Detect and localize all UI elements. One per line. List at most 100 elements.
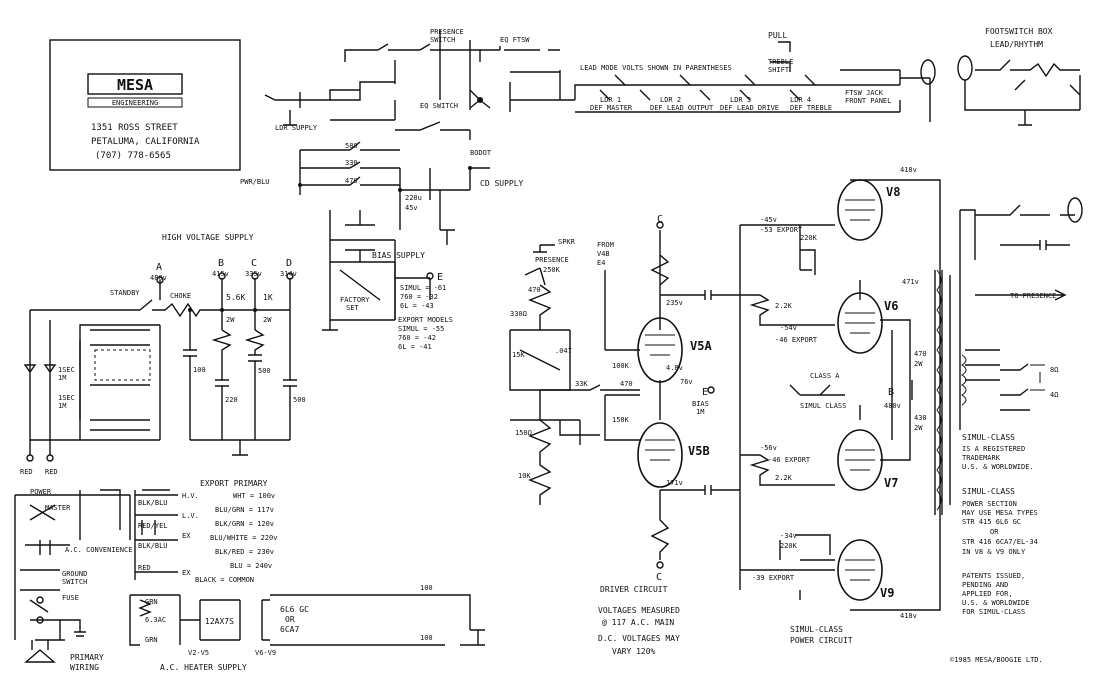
- note-patent-3: APPLIED FOR,: [962, 590, 1013, 598]
- switch-label: SWITCH: [62, 578, 87, 586]
- ldr-sub-4: DEF TREBLE: [790, 104, 832, 112]
- bias-export-models: EXPORT MODELS: [398, 316, 453, 324]
- logo-address-1: 1351 ROSS STREET: [91, 123, 178, 133]
- heater-63ac: 6.3AC: [145, 616, 166, 624]
- export-primary: EXPORT PRIMARY WHT = 100v BLU/GRN = 117v…: [134, 479, 277, 584]
- heater-v6v9: V6-V9: [255, 649, 276, 657]
- note-simul1-3: U.S. & WORLDWIDE.: [962, 463, 1034, 471]
- tube-label-v9: V9: [880, 586, 894, 600]
- export-wire-4: RED: [138, 564, 151, 572]
- hv-res-1k: 1K: [263, 293, 273, 302]
- power-volt-c: -56v: [760, 444, 777, 452]
- bias-export-760: 760 = -42: [398, 334, 436, 342]
- note-voltages-1: VOLTAGES MEASURED: [598, 606, 680, 615]
- hv-res-2w-a: 2W: [226, 316, 235, 324]
- footswitch-sub: LEAD/RHYTHM: [990, 40, 1043, 49]
- heater-or: OR: [285, 615, 295, 624]
- export-wire-2: RED/YEL: [138, 522, 168, 530]
- ftsw-jack-label-2: FRONT PANEL: [845, 97, 891, 105]
- power-r430: 430: [914, 414, 927, 422]
- power-volt-d: -34v: [780, 532, 797, 540]
- logo-brand: MESA: [117, 76, 153, 94]
- logo-phone: (707) 778-6565: [95, 151, 171, 161]
- export-line-2: BLU/GRN = 117v: [215, 506, 274, 514]
- heater-6l6: 6L6 GC: [280, 605, 309, 614]
- copyright-label: ©1985 MESA/BOOGIE LTD.: [950, 656, 1043, 664]
- cd-supply-label: CD SUPPLY: [480, 179, 524, 188]
- export-wire-1: BLK/BLU: [138, 499, 168, 507]
- from-v4b-3: E4: [597, 259, 605, 267]
- note-simul2-3: STR 415 6L6 GC: [962, 518, 1021, 526]
- note-patent-1: PATENTS ISSUED,: [962, 572, 1025, 580]
- bias-export-6l: 6L = -41: [398, 343, 432, 351]
- power-v480: 480v: [884, 402, 901, 410]
- note-simul2-2: MAY USE MESA TYPES: [962, 509, 1038, 517]
- cap-45v: 45v: [405, 204, 418, 212]
- v-grid: 76v: [680, 378, 693, 386]
- hv-supply: HIGH VOLTAGE SUPPLY A B C D 480v 415v 33…: [20, 233, 306, 476]
- power-title-1: SIMUL-CLASS: [790, 625, 843, 634]
- ldr-sub-1: DEF MASTER: [590, 104, 633, 112]
- tube-v9: [837, 539, 883, 601]
- power-r220k-a: 220K: [800, 234, 818, 242]
- bias-supply-title: BIAS SUPPLY: [372, 251, 425, 260]
- fuse-1sec-b: 1SEC: [58, 394, 75, 402]
- driver-r330: 330Ω: [510, 310, 527, 318]
- ohm-8-label: 8Ω: [1050, 366, 1058, 374]
- notes: VOLTAGES MEASURED @ 117 A.C. MAIN D.C. V…: [598, 433, 1043, 664]
- fuse-1sec-a: 1SEC: [58, 366, 75, 374]
- eq-switch-label: EQ SWITCH: [420, 102, 458, 110]
- bias-in-label: BIAS: [692, 400, 709, 408]
- bias-supply: BIAS SUPPLY E SIMUL = -61 760 = -32 6L =…: [340, 251, 453, 351]
- power-plate-v6: 471v: [902, 278, 919, 286]
- tube-v8: [837, 179, 883, 241]
- lead-mode-note: LEAD MODE VOLTS SHOWN IN PARENTHESES: [580, 64, 732, 72]
- v-plate-b: 171v: [666, 479, 683, 487]
- power-switch-label: POWER: [30, 488, 52, 496]
- pwr-blu-label: PWR/BLU: [240, 178, 270, 186]
- heater-r100-b: 100: [420, 634, 433, 642]
- bias-6l: 6L = -43: [400, 302, 434, 310]
- hv-node-c: C: [251, 258, 257, 269]
- cap-220u: 220u: [405, 194, 422, 202]
- driver-c047: .047: [555, 347, 572, 355]
- note-simul1-2: TRADEMARK: [962, 454, 1001, 462]
- spkr-label: SPKR: [558, 238, 576, 246]
- export-tag-ex-a: EX: [182, 532, 191, 540]
- from-v4b-2: V4B: [597, 250, 610, 258]
- power-export-a: -53 EXPORT: [760, 226, 803, 234]
- choke-label: CHOKE: [170, 292, 191, 300]
- bias-set: SET: [346, 304, 359, 312]
- tube-label-v6: V6: [884, 299, 898, 313]
- bias-node-e: E: [437, 272, 443, 283]
- note-simul2-4: OR: [990, 528, 999, 536]
- hv-supply-title: HIGH VOLTAGE SUPPLY: [162, 233, 254, 242]
- v-plate-a: 235v: [666, 299, 683, 307]
- bias-1m-label: 1M: [696, 408, 704, 416]
- res-580: 580: [345, 142, 358, 150]
- note-voltages-4: VARY 120%: [612, 647, 656, 656]
- note-voltages-3: D.C. VOLTAGES MAY: [598, 634, 680, 643]
- bias-simul: SIMUL = -61: [400, 284, 446, 292]
- power-simul-class: SIMUL CLASS: [800, 402, 846, 410]
- ldr-sub-2: DEF LEAD OUTPUT: [650, 104, 714, 112]
- tube-label-v5b: V5B: [688, 444, 710, 458]
- ac-convenience-label: A.C. CONVENIENCE: [65, 546, 132, 554]
- tube-label-v7: V7: [884, 476, 898, 490]
- driver-title: DRIVER CIRCUIT: [600, 585, 668, 594]
- hv-cap-100: 100: [193, 366, 206, 374]
- led-red-a: RED: [20, 468, 33, 476]
- driver-r10k: 10K: [518, 472, 531, 480]
- hv-volt-a: 480v: [150, 274, 167, 282]
- treble-shift-label-2: SHIFT: [768, 66, 790, 74]
- note-patent-4: U.S. & WORLDWIDE: [962, 599, 1029, 607]
- export-line-5: BLK/RED = 230v: [215, 548, 274, 556]
- driver-node-c-bottom: C: [656, 572, 662, 583]
- driver-r470: 470: [620, 380, 633, 388]
- res-470: 470: [345, 177, 358, 185]
- top-switch-circuit: EQ FTSW PRESENCE SWITCH PULL TREBLE SHIF…: [240, 28, 936, 331]
- primary-title: PRIMARY: [70, 653, 104, 662]
- note-patent-5: FOR SIMUL-CLASS: [962, 608, 1025, 616]
- pull-label: PULL: [768, 31, 787, 40]
- heater-grn-b: GRN: [145, 636, 158, 644]
